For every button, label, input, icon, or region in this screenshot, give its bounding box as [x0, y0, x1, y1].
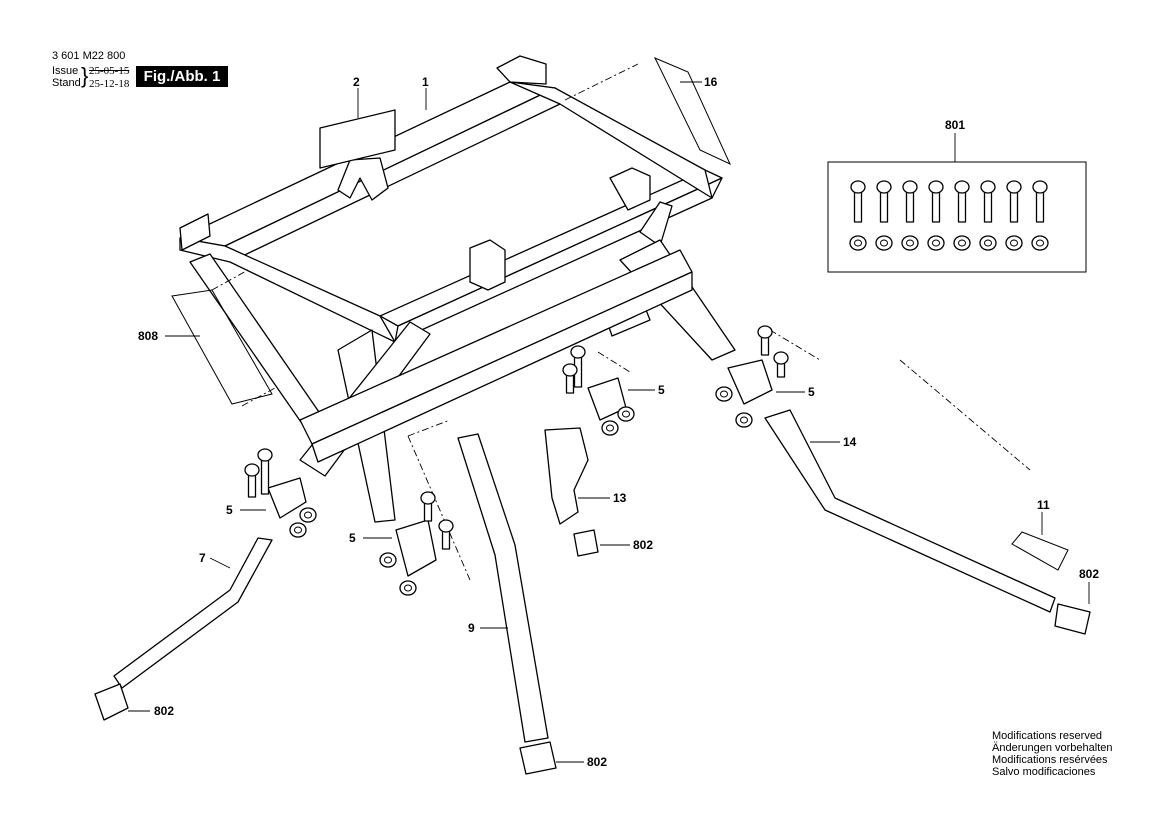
- nut-icon: [953, 235, 971, 251]
- bolt-icon: [773, 351, 789, 378]
- nut-icon: [901, 235, 919, 251]
- callout-9: 9: [468, 621, 475, 635]
- note-spanish: Salvo modificaciones: [992, 766, 1096, 778]
- callout-13: 13: [613, 491, 627, 505]
- stand-label: Stand: [52, 77, 81, 89]
- bolt-icon: [562, 363, 578, 394]
- nut-icon: [715, 386, 733, 402]
- nut-icon: [927, 235, 945, 251]
- nut-icon: [875, 235, 893, 251]
- bolt-icon: [420, 491, 436, 522]
- callout-2: 2: [353, 75, 360, 89]
- bolt-icon: [438, 519, 454, 550]
- brace-glyph: }: [81, 63, 89, 88]
- bolt-icon: [244, 463, 260, 498]
- nut-icon: [399, 580, 417, 596]
- part-16-strip: [653, 57, 732, 166]
- callout-14: 14: [843, 435, 857, 449]
- bolt-icon: [1006, 180, 1022, 223]
- nut-icon: [1031, 235, 1049, 251]
- part-9-leg: [457, 433, 549, 743]
- callout-802: 802: [154, 704, 174, 718]
- callout-802: 802: [587, 755, 607, 769]
- callout-801: 801: [945, 118, 965, 132]
- part-13-bracket: [544, 427, 589, 525]
- callout-5: 5: [226, 503, 233, 517]
- callout-16: 16: [704, 75, 718, 89]
- part-2-block: [319, 109, 396, 169]
- issue-label: Issue: [52, 65, 79, 77]
- modification-notes: Modifications reserved Änderungen vorbeh…: [992, 730, 1112, 778]
- document-number: 3 601 M22 800: [52, 50, 126, 62]
- part-801-box: [827, 161, 1087, 273]
- callout-7: 7: [199, 551, 206, 565]
- leader-lines: [128, 81, 1090, 763]
- part-7-leg: [113, 537, 273, 689]
- callout-11: 11: [1037, 498, 1050, 512]
- nut-icon: [979, 235, 997, 251]
- nut-icon: [601, 420, 619, 436]
- hinge-block: [395, 519, 437, 577]
- note-english: Modifications reserved: [992, 730, 1103, 742]
- nut-icon: [379, 552, 397, 568]
- table-frame: [179, 55, 723, 343]
- frame-legs: [189, 239, 736, 523]
- nut-icon: [849, 235, 867, 251]
- figure-label: Fig./Abb. 1: [136, 66, 228, 87]
- callout-5: 5: [658, 383, 665, 397]
- callout-802: 802: [1079, 567, 1099, 581]
- part-14-leg: [764, 409, 1056, 613]
- note-french: Modifications resérvées: [992, 754, 1108, 766]
- callout-802: 802: [633, 538, 653, 552]
- nut-icon: [1005, 235, 1023, 251]
- bolt-icon: [954, 180, 970, 223]
- bolt-icon: [980, 180, 996, 223]
- issue-date: 25-05-15: [89, 65, 130, 77]
- hinge-block: [727, 359, 773, 405]
- callout-808: 808: [138, 329, 158, 343]
- nut-icon: [289, 522, 307, 538]
- stand-date: 25-12-18: [89, 78, 130, 90]
- part-11-strip: [1011, 531, 1069, 571]
- hinge-block: [267, 477, 307, 519]
- bolt-icon: [1032, 180, 1048, 223]
- bolt-icon: [876, 180, 892, 223]
- nut-icon: [617, 406, 635, 422]
- bolt-icon: [902, 180, 918, 223]
- nut-icon: [735, 412, 753, 428]
- callout-5: 5: [808, 385, 815, 399]
- bolt-icon: [257, 448, 273, 495]
- bolt-icon: [850, 180, 866, 223]
- nut-icon: [299, 507, 317, 523]
- bolt-icon: [928, 180, 944, 223]
- callout-1: 1: [422, 75, 429, 89]
- part-808-strip: [171, 289, 273, 405]
- note-german: Änderungen vorbehalten: [992, 742, 1113, 754]
- bolt-icon: [757, 325, 773, 356]
- callout-5: 5: [349, 531, 356, 545]
